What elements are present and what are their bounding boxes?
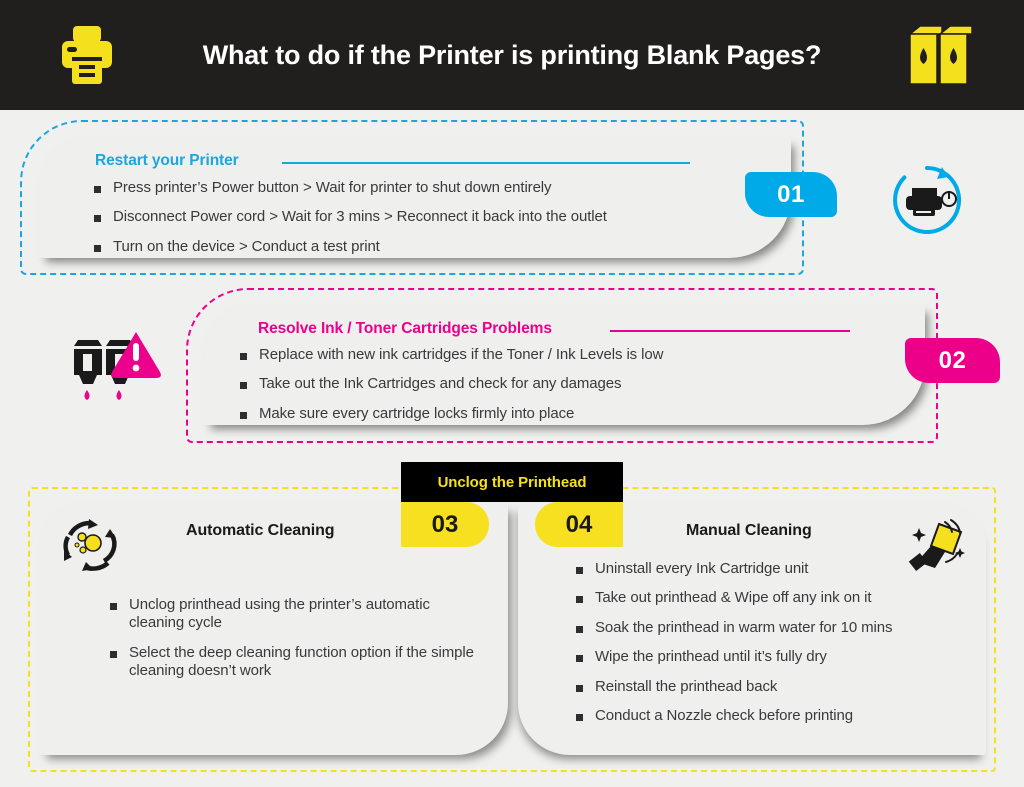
printer-restart-icon — [890, 163, 964, 237]
step-badge-03: 03 — [401, 502, 489, 547]
section-01-heading: Restart your Printer — [95, 152, 239, 169]
list-item: Wipe the printhead until it’s fully dry — [576, 648, 976, 666]
unclog-printhead-banner-label: Unclog the Printhead — [437, 473, 587, 491]
list-item: Soak the printhead in warm water for 10 … — [576, 619, 976, 637]
list-item: Conduct a Nozzle check before printing — [576, 707, 976, 725]
list-item: Take out printhead & Wipe off any ink on… — [576, 589, 976, 607]
manual-cleaning-list: Uninstall every Ink Cartridge unit Take … — [576, 560, 976, 737]
list-item: Reinstall the printhead back — [576, 678, 976, 696]
ink-cartridges-icon — [904, 20, 976, 90]
list-item: Turn on the device > Conduct a test prin… — [94, 238, 754, 256]
printer-icon — [52, 20, 122, 90]
list-item: Disconnect Power cord > Wait for 3 mins … — [94, 208, 754, 226]
list-item: Select the deep cleaning function option… — [110, 644, 480, 681]
section-01-heading-rule — [282, 162, 690, 164]
section-02-card — [202, 303, 925, 425]
section-02-heading: Resolve Ink / Toner Cartridges Problems — [258, 320, 552, 337]
step-badge-01: 01 — [745, 172, 837, 217]
section-01-card — [37, 136, 791, 258]
list-item: Press printer’s Power button > Wait for … — [94, 179, 754, 197]
step-badge-02: 02 — [905, 338, 1000, 383]
page-title: What to do if the Printer is printing Bl… — [202, 39, 822, 70]
unclog-printhead-banner: Unclog the Printhead — [401, 462, 623, 502]
section-02-list: Replace with new ink cartridges if the T… — [240, 346, 880, 434]
list-item: Replace with new ink cartridges if the T… — [240, 346, 880, 364]
section-02-heading-rule — [610, 330, 850, 332]
page-header: What to do if the Printer is printing Bl… — [0, 0, 1024, 110]
hand-wipe-cloth-icon — [905, 518, 967, 572]
auto-cleaning-cycle-icon — [60, 517, 122, 571]
automatic-cleaning-title: Automatic Cleaning — [186, 522, 335, 539]
step-badge-04: 04 — [535, 502, 623, 547]
ink-cartridge-warning-icon — [56, 328, 164, 418]
automatic-cleaning-list: Unclog printhead using the printer’s aut… — [110, 596, 480, 692]
list-item: Take out the Ink Cartridges and check fo… — [240, 375, 880, 393]
list-item: Unclog printhead using the printer’s aut… — [110, 596, 480, 633]
list-item: Make sure every cartridge locks firmly i… — [240, 405, 880, 423]
list-item: Uninstall every Ink Cartridge unit — [576, 560, 976, 578]
section-01-list: Press printer’s Power button > Wait for … — [94, 179, 754, 267]
manual-cleaning-title: Manual Cleaning — [686, 522, 812, 539]
